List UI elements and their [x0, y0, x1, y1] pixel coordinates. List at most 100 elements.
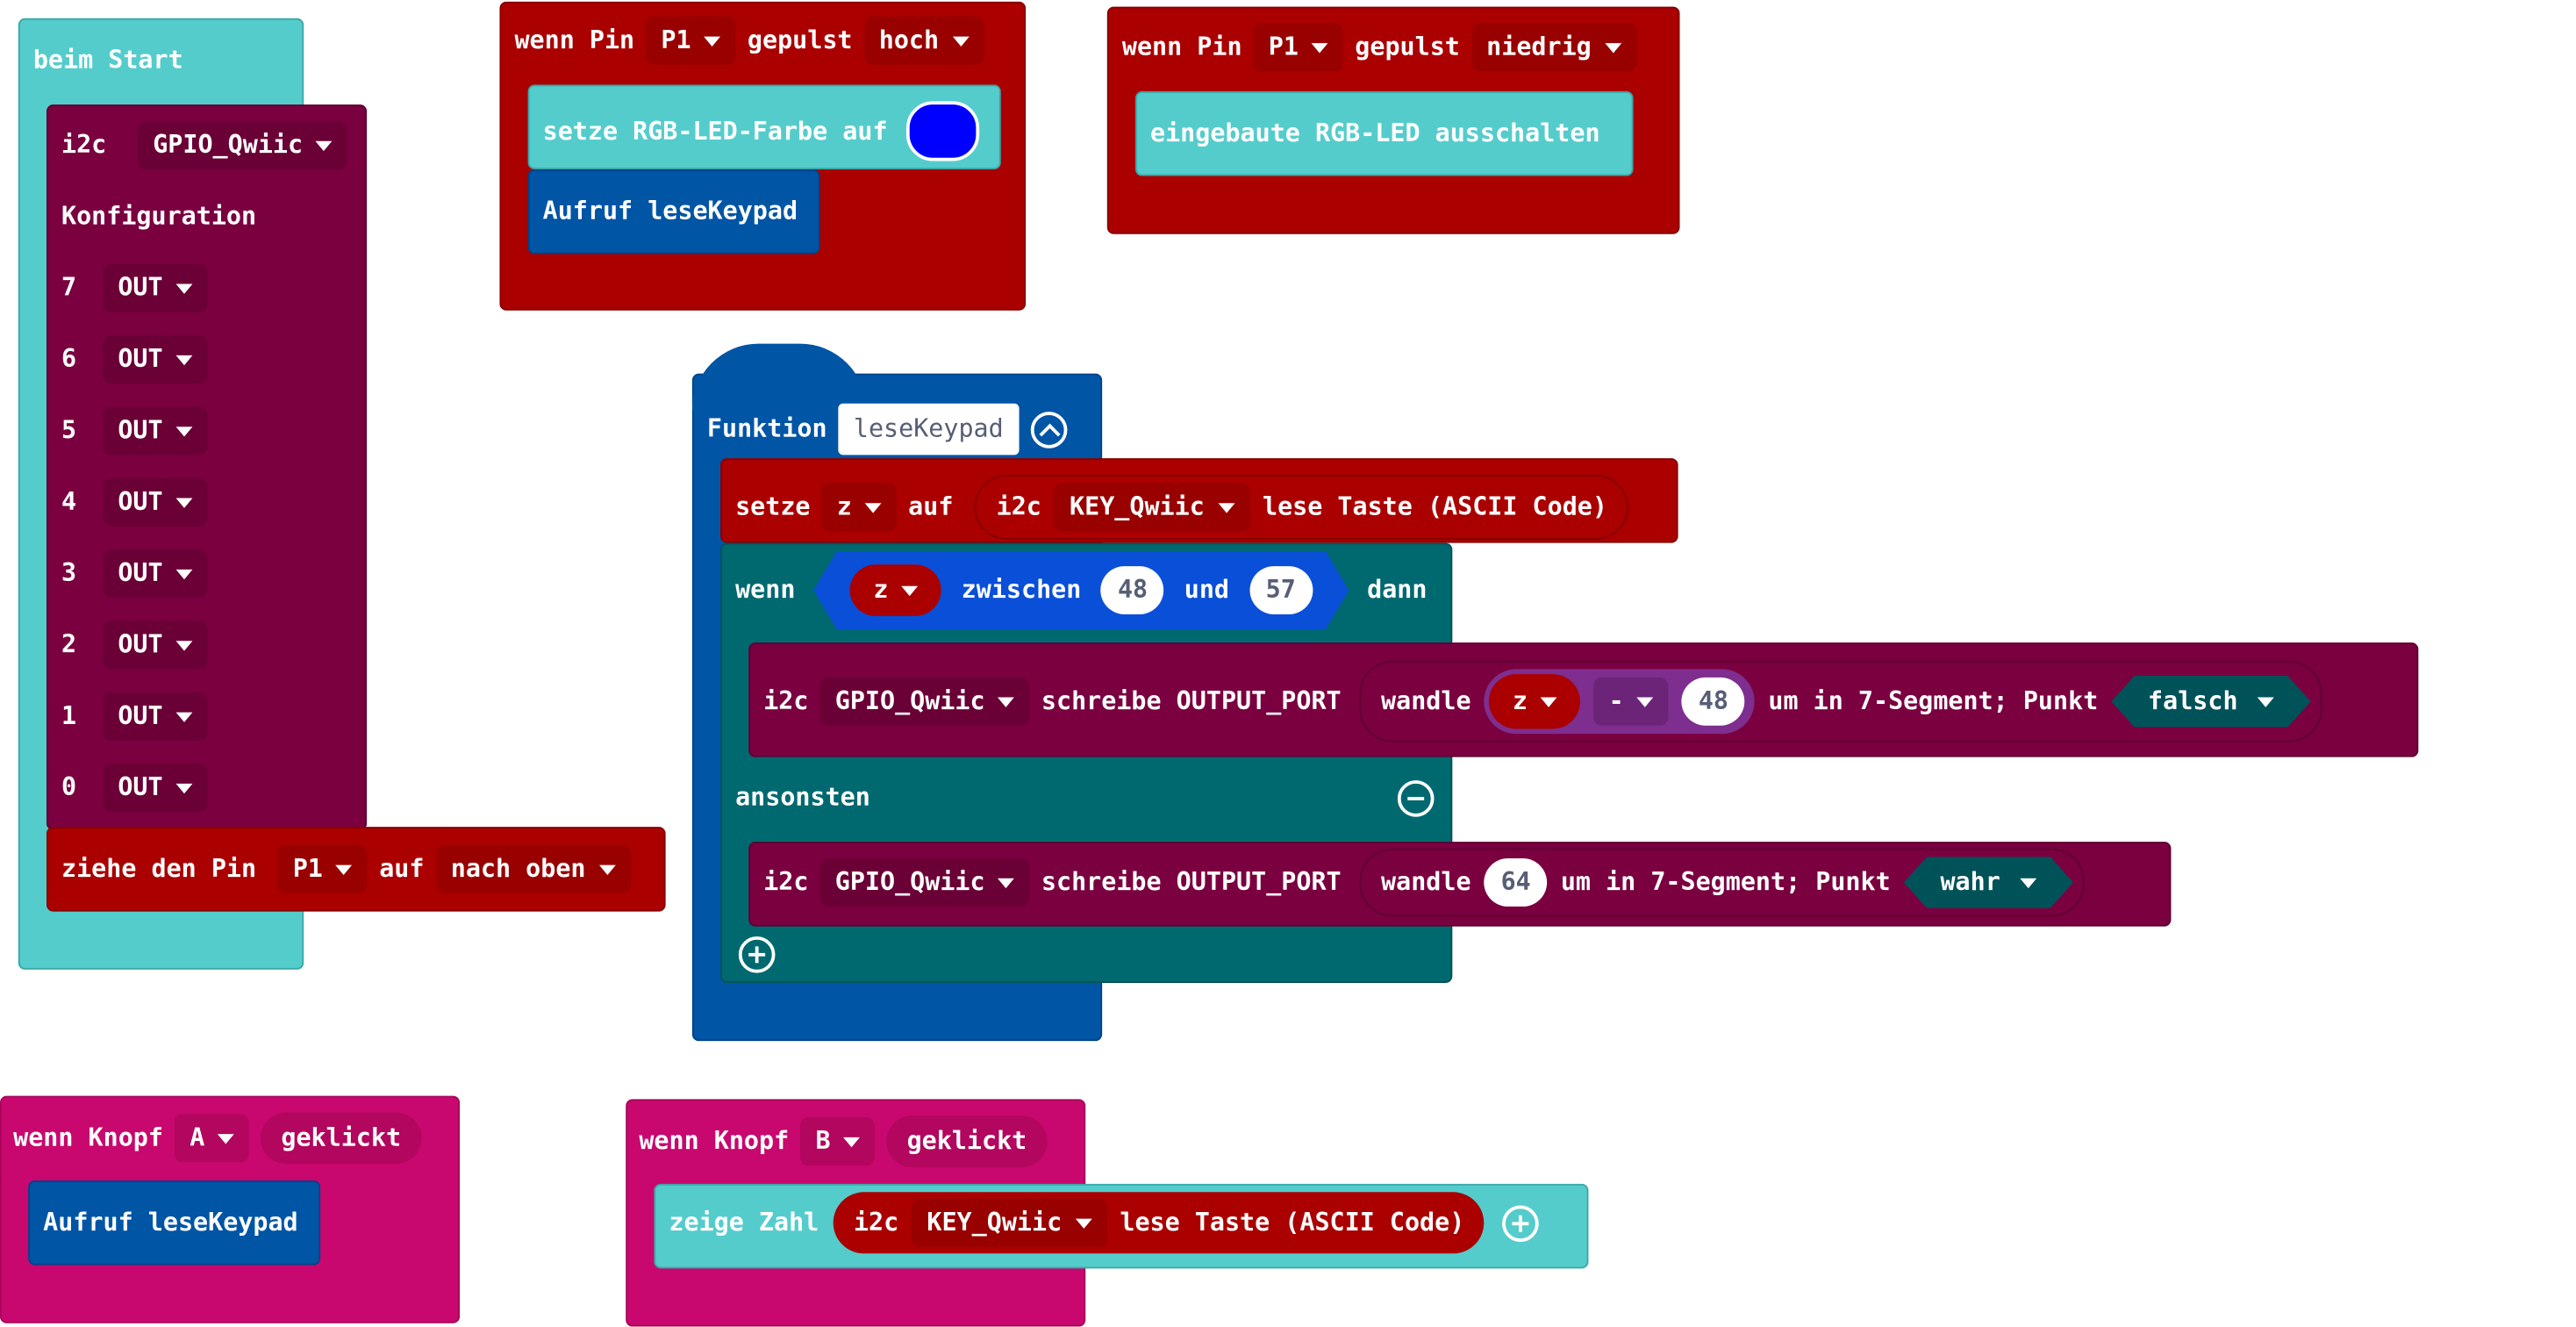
variable-dropdown[interactable]: z: [850, 564, 941, 616]
auf-label: auf: [908, 491, 954, 522]
pin-mode-dropdown[interactable]: OUT: [103, 764, 208, 813]
variable-dropdown[interactable]: z: [821, 483, 897, 532]
boolean-dropdown[interactable]: falsch: [2111, 676, 2310, 728]
pin-number: 6: [61, 343, 77, 374]
chevron-down-icon: [175, 497, 193, 507]
rgb-off-label: eingebaute RGB-LED ausschalten: [1150, 118, 1600, 148]
set-label: setze: [735, 491, 811, 522]
between-condition[interactable]: z zwischen 48 und 57: [813, 551, 1349, 629]
set-color-label: setze RGB-LED-Farbe auf: [542, 115, 888, 146]
button-dropdown[interactable]: B: [800, 1117, 876, 1166]
pin-mode-dropdown[interactable]: OUT: [103, 620, 208, 670]
read-key-reporter[interactable]: i2c KEY_Qwiic lese Taste (ASCII Code): [834, 1192, 1485, 1254]
level-dropdown[interactable]: hoch: [863, 16, 984, 65]
chevron-down-icon: [902, 585, 919, 595]
chevron-down-icon: [1541, 696, 1557, 707]
chevron-down-icon: [175, 568, 193, 579]
minus-operation[interactable]: z - 48: [1484, 669, 1756, 735]
pin-dropdown[interactable]: P1: [277, 844, 368, 893]
chevron-down-icon: [2258, 697, 2274, 707]
chevron-down-icon: [336, 864, 353, 875]
chevron-down-icon: [598, 864, 616, 875]
lower-bound-input[interactable]: 48: [1101, 566, 1164, 614]
pin-dropdown[interactable]: P1: [646, 16, 736, 65]
pin-config-row: 4 OUT: [61, 477, 208, 527]
call-function-block[interactable]: [28, 1180, 321, 1266]
chevron-down-icon: [175, 354, 193, 365]
chevron-down-icon: [175, 711, 193, 721]
event-dropdown[interactable]: geklickt: [886, 1115, 1047, 1167]
pulsed-label: gepulst: [1355, 31, 1460, 61]
then-label: dann: [1367, 574, 1428, 605]
device-dropdown[interactable]: KEY_Qwiic: [912, 1198, 1107, 1247]
pin-config-row: 1 OUT: [61, 692, 208, 741]
device-dropdown[interactable]: GPIO_Qwiic: [819, 677, 1030, 726]
level-dropdown[interactable]: niedrig: [1471, 23, 1636, 72]
call-function-block[interactable]: [527, 169, 820, 255]
device-dropdown[interactable]: GPIO_Qwiic: [138, 121, 348, 169]
rgb-off-block[interactable]: [1134, 91, 1634, 176]
chevron-down-icon: [2020, 878, 2036, 887]
pin-config-row: 7 OUT: [61, 263, 208, 312]
chevron-down-icon: [175, 426, 193, 436]
upper-bound-input[interactable]: 57: [1249, 566, 1313, 614]
pull-mode-dropdown[interactable]: nach oben: [435, 844, 631, 893]
pin-number: 3: [61, 557, 77, 588]
pin-config-row: 6 OUT: [61, 335, 208, 384]
pulsed-label: gepulst: [747, 25, 853, 55]
pin-number: 1: [61, 700, 77, 731]
chevron-down-icon: [1075, 1217, 1092, 1228]
add-else-if-icon[interactable]: [738, 936, 776, 973]
convert-7seg-reporter[interactable]: wandle 64 um in 7-Segment; Punkt wahr: [1359, 848, 2086, 917]
when-pin-label: wenn Pin: [1121, 31, 1242, 61]
convert-7seg-reporter[interactable]: wandle z - 48 um in 7-Segment; Punkt fal…: [1359, 660, 2323, 742]
chevron-down-icon: [952, 35, 970, 47]
chevron-down-icon: [704, 35, 721, 47]
chevron-down-icon: [864, 502, 882, 513]
pin-number: 7: [61, 272, 77, 303]
pin-mode-dropdown[interactable]: OUT: [103, 263, 208, 312]
chevron-down-icon: [175, 782, 193, 793]
i2c-label: i2c: [61, 129, 107, 160]
function-name-input[interactable]: leseKeypad: [838, 403, 1019, 455]
pin-number: 0: [61, 771, 77, 802]
function-label: Funktion: [706, 413, 827, 444]
button-dropdown[interactable]: A: [175, 1114, 250, 1163]
pin-mode-dropdown[interactable]: OUT: [103, 692, 208, 741]
read-key-reporter[interactable]: i2c KEY_Qwiic lese Taste (ASCII Code): [975, 475, 1629, 540]
pin-mode-dropdown[interactable]: OUT: [103, 549, 208, 599]
auf-label: auf: [379, 853, 425, 884]
chevron-down-icon: [175, 640, 193, 650]
pin-config-row: 2 OUT: [61, 620, 208, 670]
call-label: Aufruf leseKeypad: [43, 1207, 298, 1237]
collapse-up-icon[interactable]: [1029, 411, 1067, 448]
if-label: wenn: [735, 574, 796, 605]
boolean-dropdown[interactable]: wahr: [1904, 857, 2073, 908]
pin-number: 2: [61, 628, 77, 660]
add-icon[interactable]: [1502, 1204, 1540, 1242]
color-picker[interactable]: [905, 101, 979, 161]
remove-else-icon[interactable]: [1397, 780, 1435, 817]
chevron-down-icon: [998, 877, 1015, 888]
pull-pin-label: ziehe den Pin: [61, 853, 257, 884]
pin-dropdown[interactable]: P1: [1253, 23, 1344, 72]
config-label: Konfiguration: [61, 200, 257, 231]
device-dropdown[interactable]: KEY_Qwiic: [1055, 483, 1249, 532]
event-dropdown[interactable]: geklickt: [261, 1112, 421, 1165]
chevron-down-icon: [1312, 42, 1329, 53]
chevron-down-icon: [998, 696, 1015, 707]
else-label: ansonsten: [735, 782, 870, 813]
pin-mode-dropdown[interactable]: OUT: [103, 335, 208, 384]
chevron-down-icon: [1217, 502, 1234, 513]
pin-mode-dropdown[interactable]: OUT: [103, 477, 208, 527]
chevron-down-icon: [175, 283, 193, 293]
pin-mode-dropdown[interactable]: OUT: [103, 406, 208, 455]
number-input[interactable]: 64: [1484, 858, 1548, 907]
call-label: Aufruf leseKeypad: [542, 196, 798, 226]
device-dropdown[interactable]: GPIO_Qwiic: [819, 858, 1030, 907]
number-input[interactable]: 48: [1681, 677, 1745, 726]
pin-number: 4: [61, 486, 77, 517]
operator-dropdown[interactable]: -: [1593, 677, 1669, 726]
variable-dropdown[interactable]: z: [1489, 674, 1581, 729]
function-cap: [691, 343, 867, 411]
